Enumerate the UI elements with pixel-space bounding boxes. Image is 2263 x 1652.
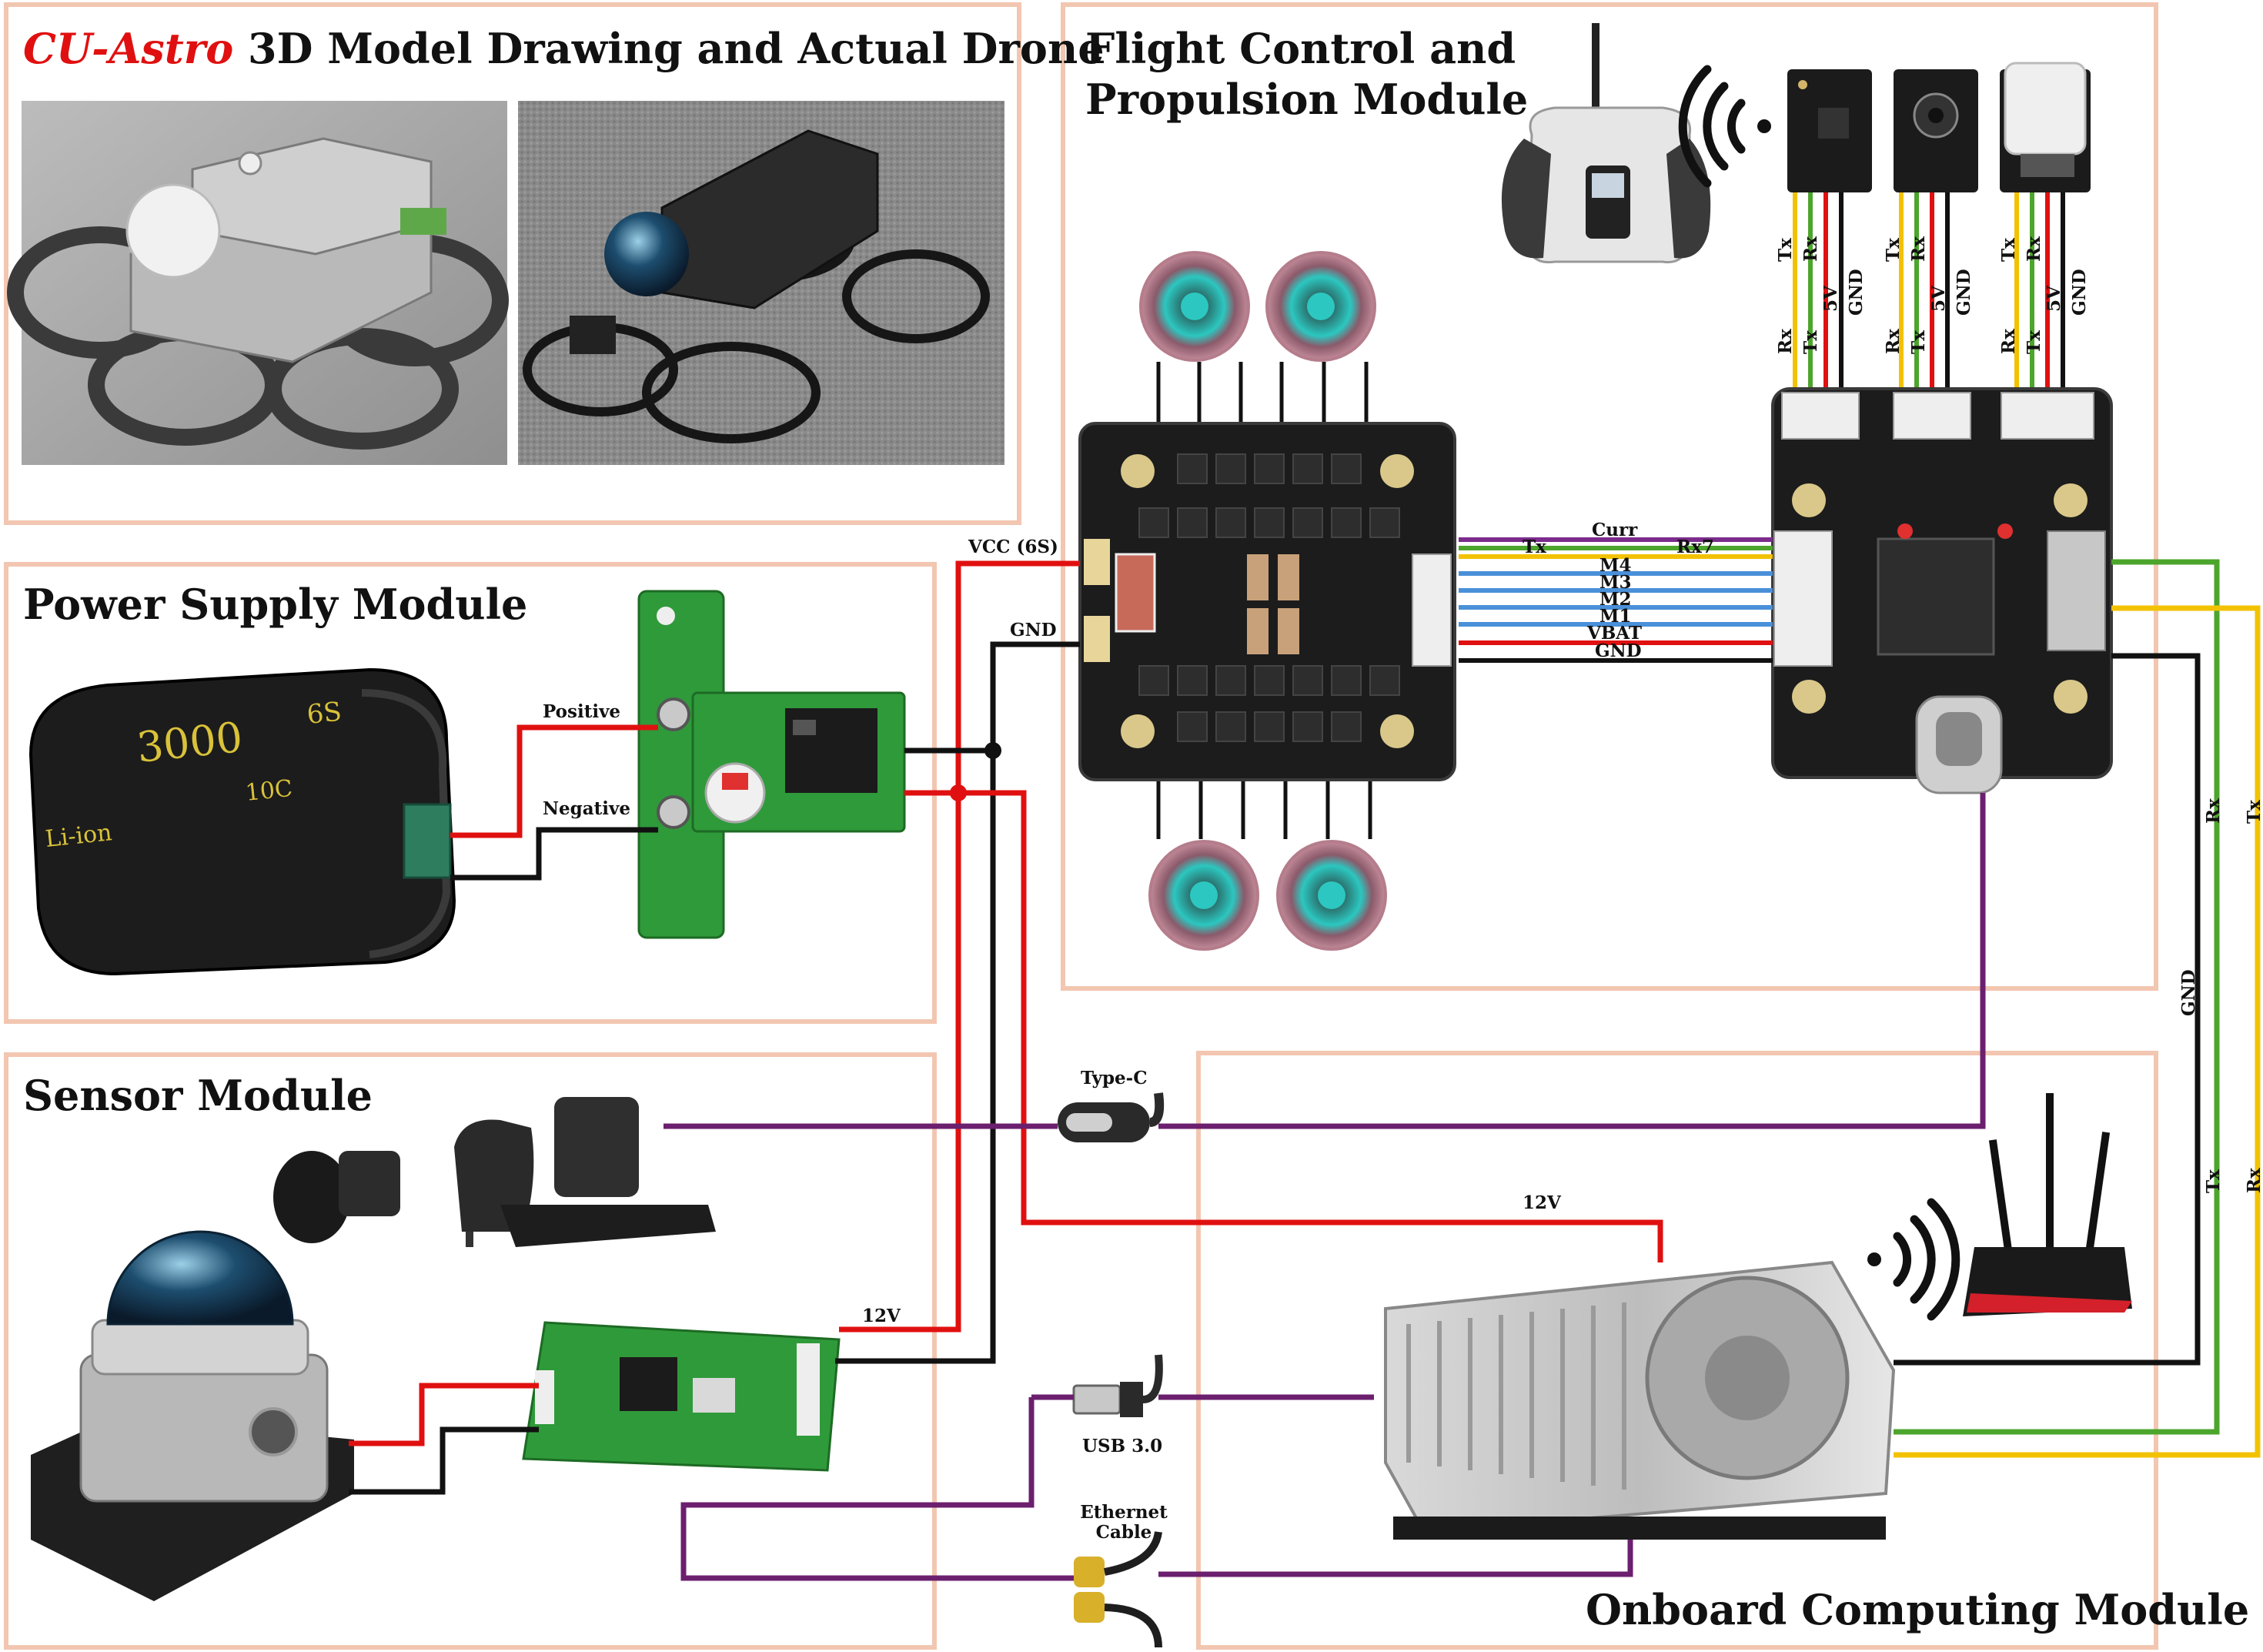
side-rx-lower-label: Rx <box>2244 1168 2263 1193</box>
pin-label-p2-rx2: Rx <box>1883 329 1904 354</box>
motor-bottom-left <box>1148 840 1259 951</box>
pin-label-p3-5v: 5V <box>2044 286 2064 312</box>
flight-module-title-line2: Propulsion Module <box>1085 75 1529 124</box>
drone-cad-render <box>7 101 509 465</box>
data-wires <box>664 793 1986 1581</box>
power-wires <box>349 560 1663 1495</box>
sensor-frame <box>4 1052 937 1650</box>
usb-connector-icon <box>1072 1354 1163 1417</box>
pin-label-p1-gnd: GND <box>1846 269 1867 316</box>
wireless-signal-icon-router <box>1867 1198 1960 1321</box>
computing-frame <box>1196 1051 2158 1650</box>
pin-label-p3-tx2: Tx <box>2024 330 2044 354</box>
wireless-signal-icon <box>1678 65 1771 188</box>
motor-bottom-right <box>1276 840 1387 951</box>
negative-label: Negative <box>543 798 631 819</box>
ethernet-connector-icon <box>1074 1531 1162 1648</box>
drone-actual-photo <box>518 101 1004 465</box>
drone-name: CU-Astro <box>23 24 234 73</box>
uart-wires <box>1894 559 2261 1458</box>
gnd-label: GND <box>1010 620 1057 640</box>
battery-pack: 6S 3000 10C Li-ion <box>28 667 456 976</box>
bus-vbat-label: VBAT <box>1587 623 1642 644</box>
wifi-router <box>1963 1093 2132 1316</box>
drone-module-title: CU-Astro 3D Model Drawing and Actual Dro… <box>23 23 1105 74</box>
pin-label-p1-tx2: Tx <box>1800 330 1821 354</box>
bus-rx7-label: Rx7 <box>1676 537 1714 557</box>
peripheral-receiver <box>1787 69 1872 192</box>
flight-module-title-line1: Flight Control and <box>1085 24 1516 73</box>
pin-label-p1-rx2: Rx <box>1775 329 1796 354</box>
drone-title-rest: 3D Model Drawing and Actual Drone <box>233 24 1105 73</box>
side-rx-upper-label: Rx <box>2203 798 2224 824</box>
flight-controller-board <box>1771 387 2113 794</box>
positive-label: Positive <box>543 701 621 722</box>
sensor-interface-board <box>522 1321 841 1472</box>
motor-top-right <box>1265 251 1376 362</box>
computer-12v-label: 12V <box>1523 1192 1561 1213</box>
pin-label-p2-gnd: GND <box>1954 269 1974 316</box>
side-tx-upper-label: Tx <box>2244 800 2263 824</box>
battery-text-crate: 10C <box>244 775 293 807</box>
bus-m2-label: M2 <box>1599 589 1632 610</box>
battery-text-capacity: 3000 <box>135 713 245 772</box>
motor-wires <box>1156 362 1372 839</box>
junction-dots <box>950 742 1001 801</box>
pin-label-p3-gnd: GND <box>2069 269 2090 316</box>
pin-label-p2-tx: Tx <box>1883 238 1904 262</box>
sensor-module-title: Sensor Module <box>23 1071 373 1120</box>
bus-curr-label: Curr <box>1592 520 1638 540</box>
motor-top-left <box>1139 251 1250 362</box>
battery-text-6s: 6S <box>306 696 343 730</box>
power-module-title: Power Supply Module <box>23 580 528 629</box>
bus-m4-label: M4 <box>1599 555 1632 576</box>
power-distribution-board <box>637 590 906 939</box>
type-c-connector-icon <box>1058 1092 1165 1142</box>
pin-label-p2-rx: Rx <box>1908 236 1929 262</box>
bus-tx-label: Tx <box>1523 537 1546 557</box>
pin-label-p2-tx2: Tx <box>1908 330 1929 354</box>
side-tx-lower-label: Tx <box>2203 1169 2224 1193</box>
camera-gimbal <box>273 1097 716 1247</box>
ethernet-label-line1: Ethernet <box>1080 1502 1168 1523</box>
pin-label-p2-5v: 5V <box>1928 286 1949 312</box>
peripheral-optical-flow <box>1894 69 1978 192</box>
pin-label-p3-rx2: Rx <box>1998 329 2019 354</box>
bus-m1-label: M1 <box>1599 606 1632 627</box>
pin-label-p1-rx: Rx <box>1800 236 1821 262</box>
bus-gnd-label: GND <box>1595 640 1642 661</box>
side-gnd-label: GND <box>2178 969 2199 1016</box>
computing-module-title: Onboard Computing Module <box>1586 1585 2250 1634</box>
bus-wires <box>1459 537 1773 663</box>
pin-label-p1-tx: Tx <box>1775 238 1796 262</box>
ethernet-label-line2: Cable <box>1095 1522 1152 1543</box>
esc-board <box>1078 422 1456 781</box>
vcc-label: VCC (6S) <box>968 537 1058 557</box>
pin-label-p3-tx: Tx <box>1998 238 2019 262</box>
flight-frame <box>1061 2 2158 991</box>
drone-frame <box>4 2 1021 525</box>
sensor-12v-label: 12V <box>862 1306 901 1326</box>
type-c-label: Type-C <box>1081 1068 1148 1089</box>
peripheral-gps <box>2000 62 2091 192</box>
pin-label-p3-rx: Rx <box>2024 236 2044 262</box>
peripheral-wires <box>1793 192 2065 389</box>
pin-label-p1-5v: 5V <box>1820 286 1841 312</box>
bus-m3-label: M3 <box>1599 572 1632 593</box>
radio-transmitter <box>1501 23 1711 264</box>
onboard-computer <box>1384 1260 1896 1540</box>
usb-label: USB 3.0 <box>1082 1436 1163 1456</box>
lidar-sensor <box>31 1230 354 1601</box>
